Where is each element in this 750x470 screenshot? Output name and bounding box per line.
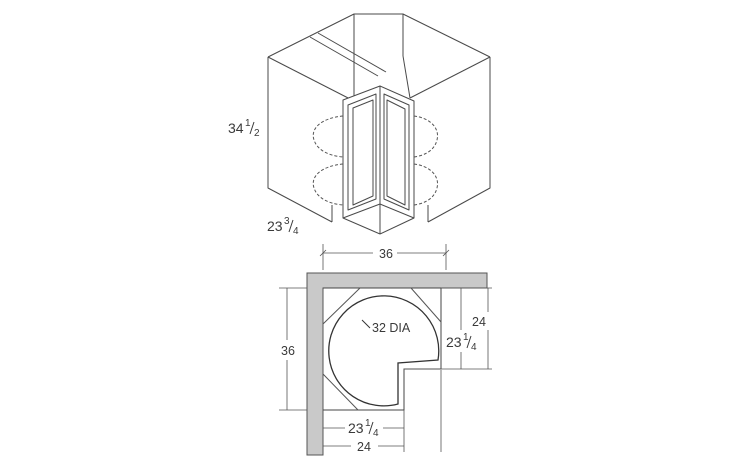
- plan-height-label: 36: [281, 344, 295, 358]
- plan-right-inner-denominator: 4: [471, 342, 477, 353]
- turntable-shape: [328, 295, 440, 407]
- plan-width-dimension: [319, 244, 450, 270]
- plan-bottom-inner-whole: 23: [348, 420, 364, 436]
- plan-bottom-inner-dimension: 23 1 4: [348, 418, 379, 439]
- plan-right-inner-dimension: 23 1 4: [446, 332, 477, 353]
- diameter-label: 32 DIA: [372, 321, 411, 335]
- plan-right-depth-label: 24: [472, 315, 486, 329]
- plan-bottom-dimensions: [322, 370, 442, 452]
- plan-bottom-inner-denominator: 4: [373, 428, 379, 439]
- plan-right-inner-whole: 23: [446, 334, 462, 350]
- iso-depth-numerator: 3: [284, 216, 290, 227]
- iso-height-whole: 34: [228, 120, 244, 136]
- iso-depth-denominator: 4: [293, 226, 299, 237]
- plan-view: 32 DIA: [306, 272, 488, 456]
- iso-height-denominator: 2: [254, 128, 260, 139]
- iso-depth-whole: 23: [267, 218, 283, 234]
- plan-bottom-depth-label: 24: [357, 440, 371, 454]
- iso-height-numerator: 1: [245, 118, 251, 129]
- lazy-susan-shelves-dashed: [312, 115, 439, 206]
- plan-right-inner-numerator: 1: [463, 332, 469, 343]
- iso-height-dimension: 34 1 2: [228, 118, 260, 139]
- plan-bottom-inner-numerator: 1: [365, 418, 371, 429]
- plan-height-dimension: [279, 287, 307, 411]
- isometric-cabinet-view: [267, 13, 491, 235]
- plan-width-label: 36: [379, 247, 393, 261]
- iso-depth-dimension: 23 3 4: [267, 216, 299, 237]
- plan-right-dimensions: [404, 287, 492, 370]
